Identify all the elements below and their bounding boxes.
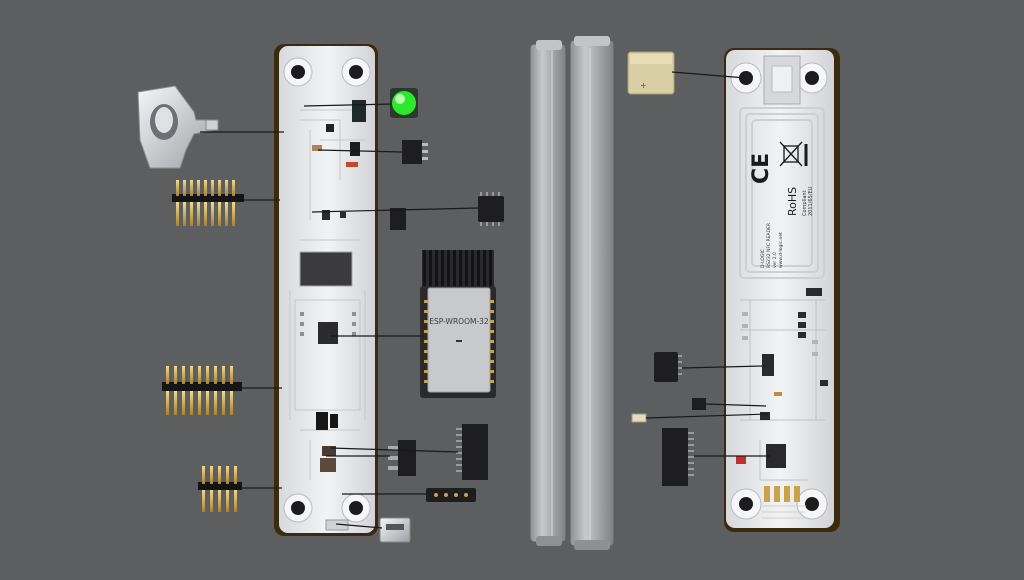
front-pcb [274, 44, 378, 536]
soic-chip [478, 192, 504, 226]
small-ic [390, 208, 406, 230]
buzzer: + [627, 51, 675, 95]
weee-bin-icon [779, 141, 808, 167]
module-label: ESP-WROOM-32 [429, 317, 489, 326]
back-pcb: CE RoHS Compliant 2011/65/EU D-LOGIC RS2… [724, 48, 840, 532]
sop-chip [456, 424, 488, 480]
micro-usb-connector [379, 517, 411, 543]
pin-header-middle [162, 366, 242, 415]
board-text-4: www.d-logic.net [778, 232, 784, 268]
enclosure-side-right [569, 36, 615, 550]
mounting-hole [341, 57, 371, 87]
pin-header-bottom [198, 466, 242, 512]
battery-holder [137, 85, 219, 169]
mounting-hole [283, 57, 313, 87]
ce-logo: CE [749, 153, 774, 184]
socket-strip [426, 488, 476, 502]
sop-chip-right [662, 428, 694, 486]
transistor-chip [402, 140, 428, 164]
mounting-hole [796, 488, 828, 520]
voltage-regulator [388, 440, 416, 476]
smd-capacitor [631, 413, 647, 423]
board-text-2: RS232 NFC READER [766, 223, 772, 268]
compliant-text-2: 2011/65/EU [808, 186, 814, 216]
enclosure-side-left [529, 40, 567, 546]
mounting-hole [283, 493, 313, 523]
green-led [390, 88, 418, 118]
transistor-right [692, 398, 706, 410]
soic-chip-right [654, 352, 682, 382]
mounting-hole [341, 493, 371, 523]
polarity-mark: + [640, 81, 647, 90]
mounting-hole [796, 62, 828, 94]
board-text-3: ver 2.0 [772, 252, 778, 268]
esp-wroom-32-module: ESP-WROOM-32 [420, 250, 496, 398]
board-text-1: D-LOGIC [760, 249, 766, 268]
pin-header-top [172, 180, 244, 226]
mounting-hole [730, 488, 762, 520]
rohs-logo: RoHS [786, 187, 799, 216]
compliant-text-1: Compliant [802, 190, 808, 216]
